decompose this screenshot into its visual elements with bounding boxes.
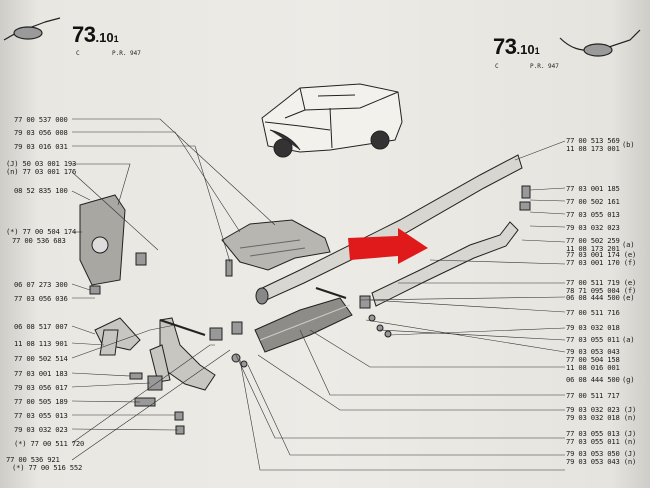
exhaust-thumbnail-right-icon xyxy=(559,29,641,57)
heat-shield-part xyxy=(221,219,331,271)
part-number-label: 79 03 053 043 xyxy=(566,347,620,356)
part-number-label: 06 08 517 007 xyxy=(14,322,68,331)
part-number-label: 79 03 053 043 (n) xyxy=(566,457,637,466)
part-number-label: 77 00 511 717 xyxy=(566,391,620,400)
part-note-label: (a) xyxy=(622,240,635,249)
part-number-label: 77 03 001 170 (f) xyxy=(566,258,637,267)
page-number-right: 73.101 xyxy=(493,34,540,60)
part-number-label: 79 03 032 023 (J) xyxy=(566,405,637,414)
part-number-label: 79 03 032 018 xyxy=(566,323,620,332)
part-number-label: 77 03 055 011 xyxy=(566,335,620,344)
page-code-left: C xyxy=(76,50,80,57)
part-number-label: 77 00 513 569 xyxy=(566,136,620,145)
part-number-label: 77 03 055 013 xyxy=(566,210,620,219)
part-number-label: 77 00 511 719 (e) xyxy=(566,278,637,287)
part-number-label: 77 00 511 716 xyxy=(566,308,620,317)
page-number-main: 73 xyxy=(493,34,517,59)
part-number-label: 08 52 835 100 xyxy=(14,186,68,195)
manifold-pipes xyxy=(94,317,216,391)
part-number-label: 06 07 273 300 xyxy=(14,280,68,289)
part-number-label: (*) 77 00 516 552 xyxy=(12,463,83,472)
part-number-label: 77 03 001 174 (e) xyxy=(566,250,637,259)
car-illustration xyxy=(261,83,403,158)
part-number-label: 77 00 536 921 xyxy=(6,455,60,464)
part-note-label: (a) xyxy=(622,335,635,344)
part-number-label: (J) 50 03 001 193 xyxy=(6,159,77,168)
part-number-label: 79 03 016 031 xyxy=(14,142,68,151)
part-number-label: 77 00 502 514 xyxy=(14,354,68,363)
leader-lines xyxy=(71,118,566,471)
part-number-label: 11 08 173 001 xyxy=(566,144,620,153)
part-number-label: 77 03 056 036 xyxy=(14,294,68,303)
part-number-label: 06 08 444 500 xyxy=(566,293,620,302)
part-number-label: 06 08 444 500 xyxy=(566,375,620,384)
tail-pipes xyxy=(255,154,523,307)
part-number-label: 79 03 032 023 xyxy=(566,223,620,232)
hardware-parts xyxy=(89,185,531,435)
page-number-section: .10 xyxy=(95,30,114,45)
part-number-label: 77 00 502 259 xyxy=(566,236,620,245)
part-number-label: 79 03 053 050 (J) xyxy=(566,449,637,458)
page-code-right: C xyxy=(495,63,499,70)
part-number-label: 79 03 032 018 (n) xyxy=(566,413,637,422)
part-number-label: 77 03 055 013 (J) xyxy=(566,429,637,438)
page-pr-left: P.R. 947 xyxy=(112,50,141,57)
part-number-label: 79 03 056 008 xyxy=(14,128,68,137)
part-number-label: 77 03 055 013 xyxy=(14,411,68,420)
part-number-label: 77 03 055 011 (n) xyxy=(566,437,637,446)
part-number-label: 11 08 173 201 xyxy=(566,244,620,253)
mounting-plate-part xyxy=(79,194,147,286)
exhaust-thumbnail-left-icon xyxy=(3,17,61,41)
red-arrow-icon xyxy=(348,228,428,264)
part-number-label: 11 08 113 901 xyxy=(14,339,68,348)
part-number-label: (n) 77 03 001 176 xyxy=(6,167,77,176)
part-number-label: 77 03 001 183 xyxy=(14,369,68,378)
page-number-index: 1 xyxy=(113,34,119,44)
silencer-part xyxy=(254,297,353,353)
part-number-label: 77 00 504 158 xyxy=(566,355,620,364)
part-number-label: 77 00 537 000 xyxy=(14,115,68,124)
part-number-label: 77 00 502 161 xyxy=(566,197,620,206)
page-number-left: 73.101 xyxy=(72,22,119,48)
part-number-label: 78 71 095 004 (f) xyxy=(566,286,637,295)
part-number-label: 79 03 032 023 xyxy=(14,425,68,434)
part-note-label: (g) xyxy=(622,375,635,384)
part-number-label: (*) 77 00 504 174 xyxy=(6,227,77,236)
page-number-section: .10 xyxy=(516,42,535,57)
part-number-label: 79 03 056 017 xyxy=(14,383,68,392)
part-note-label: (b) xyxy=(622,140,635,149)
part-number-label: 77 00 536 683 xyxy=(12,236,66,245)
page-number-main: 73 xyxy=(72,22,96,47)
part-note-label: (e) xyxy=(622,293,635,302)
part-number-label: 77 03 001 185 xyxy=(566,184,620,193)
part-number-label: (*) 77 00 511 720 xyxy=(14,439,85,448)
page-pr-right: P.R. 947 xyxy=(530,63,559,70)
part-number-label: 77 00 505 189 xyxy=(14,397,68,406)
part-number-label: 11 08 016 001 xyxy=(566,363,620,372)
page-number-index: 1 xyxy=(534,46,540,56)
